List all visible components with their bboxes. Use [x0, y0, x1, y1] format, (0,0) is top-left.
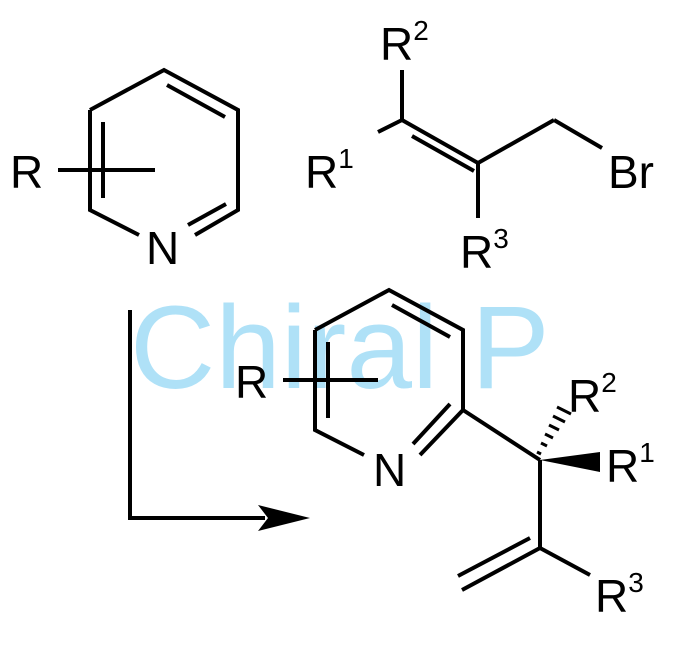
r1-label: R1 — [305, 143, 354, 198]
alkene-to-r3-bond — [539, 546, 591, 577]
substituent-r: R — [10, 146, 43, 198]
product-c2-n-bond — [418, 408, 465, 457]
r2-label: R2 — [380, 15, 429, 70]
pyridine-double-bond-right — [187, 202, 227, 227]
watermark-text: Chiral P — [130, 282, 550, 414]
alkene-bond — [401, 118, 479, 165]
product-r1-label: R1 — [606, 437, 655, 492]
product-r2-label: R2 — [568, 367, 617, 422]
pyridine-ring-bonds-left — [88, 110, 140, 237]
ring-to-stereocenter-bond — [461, 408, 542, 462]
product-ring-bonds — [314, 287, 465, 410]
product-nitrogen: N — [373, 444, 406, 496]
product-r3-label: R3 — [595, 567, 644, 622]
terminal-alkene-bond — [461, 546, 541, 592]
pyridine-ring-bonds — [89, 67, 240, 237]
product-double-bond-right — [411, 402, 452, 446]
hashed-wedge-bond — [536, 405, 572, 456]
product-double-bond-top — [391, 303, 451, 339]
ch2-br-bond — [552, 118, 604, 150]
arrow-right-icon — [128, 310, 310, 531]
arrow-head — [258, 505, 310, 531]
product-substituent-r: R — [235, 356, 268, 408]
product: R N R2 R1 R3 — [235, 287, 655, 622]
solid-wedge-bond — [540, 452, 600, 472]
bromine-label: Br — [608, 146, 654, 198]
c2-ch2-bond — [477, 118, 555, 165]
pyridine-nitrogen: N — [146, 222, 179, 274]
alkene-double-bond — [411, 134, 475, 173]
r3-label: R3 — [460, 223, 509, 278]
c1-r1-bond — [377, 118, 403, 134]
product-ring-bonds-left — [313, 330, 365, 457]
terminal-alkene-double-bond — [457, 536, 531, 578]
pyridine-double-bond-top — [166, 83, 226, 119]
allyl-bromide-reactant: R2 R1 R3 Br — [305, 15, 654, 278]
pyridine-reactant: R N — [10, 67, 240, 274]
